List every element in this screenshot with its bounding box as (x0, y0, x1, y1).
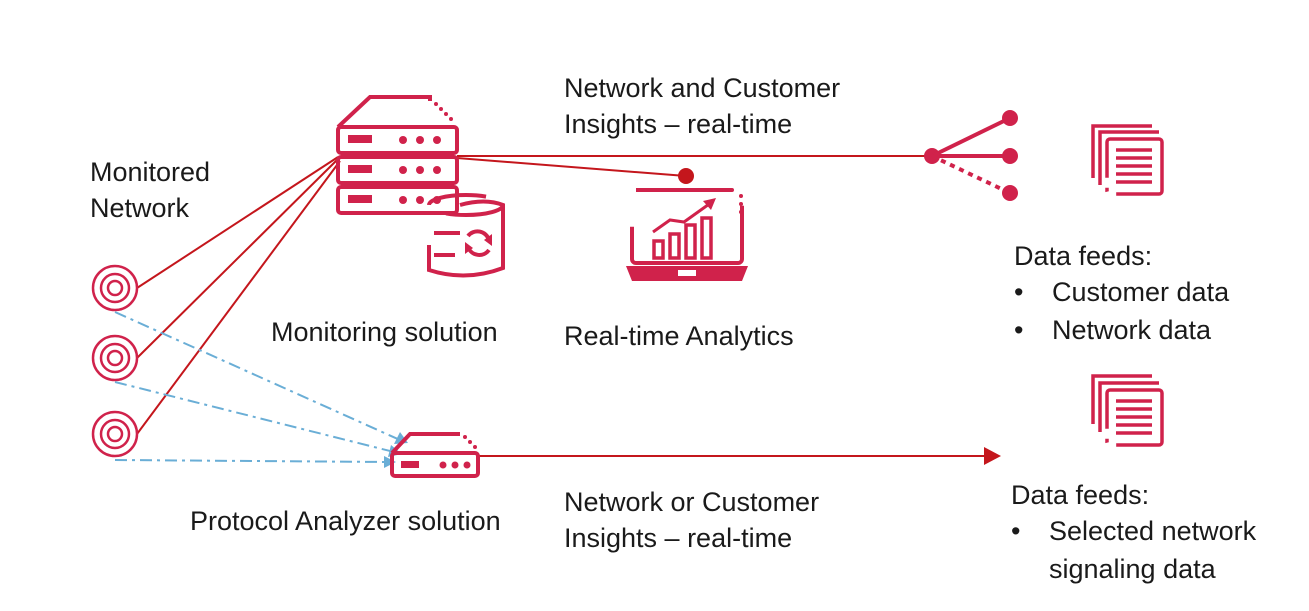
fanout-hub-icon (924, 110, 1018, 201)
feeds-bottom-item: Selected network (1011, 512, 1256, 550)
target-probe-icon (91, 334, 139, 382)
target-probe-icon (91, 264, 139, 312)
probe-to-server-links (136, 156, 341, 435)
database-sync-arrowheads (465, 234, 492, 254)
monitored-network-line-2: Network (90, 193, 190, 223)
monitored-network-line-1: Monitored (90, 157, 211, 187)
target-probe-icon (91, 410, 139, 458)
feeds-bottom-item-continued: signaling data (1049, 554, 1216, 584)
insights-bottom-label: Network or Customer Insights – real-time (564, 484, 819, 556)
protocol-analyzer-label: Protocol Analyzer solution (190, 506, 501, 536)
feeds-bottom-list: Selected network signaling data (1011, 512, 1256, 588)
server-to-fanout-link (456, 155, 932, 177)
insights-top-label: Network and Customer Insights – real-tim… (564, 70, 840, 142)
probe-to-analyzer-links (114, 311, 401, 463)
analytics-link-dot (678, 168, 694, 184)
feeds-top-item: Network data (1014, 311, 1229, 349)
realtime-analytics-label: Real-time Analytics (564, 321, 794, 351)
monitoring-solution-label: Monitoring solution (271, 317, 498, 347)
feeds-top-list: Customer data Network data (1014, 273, 1229, 349)
monitored-network-label: Monitored Network (90, 154, 210, 226)
feeds-top-title: Data feeds: (1014, 241, 1153, 271)
laptop-chart-icon (626, 188, 748, 281)
insights-top-line-2: Insights – real-time (564, 109, 793, 139)
insights-top-line-1: Network and Customer (564, 73, 841, 103)
analyzer-box-icon (390, 432, 480, 478)
feeds-bottom-title: Data feeds: (1011, 480, 1150, 510)
insights-bottom-line-1: Network or Customer (564, 487, 820, 517)
insights-bottom-line-2: Insights – real-time (564, 523, 793, 553)
document-stack-icon (1091, 374, 1164, 447)
document-stack-icon (1091, 124, 1164, 196)
feeds-top-item: Customer data (1014, 273, 1229, 311)
analyzer-to-feeds-arrow (478, 447, 1001, 465)
server-stack-icon (336, 95, 459, 215)
